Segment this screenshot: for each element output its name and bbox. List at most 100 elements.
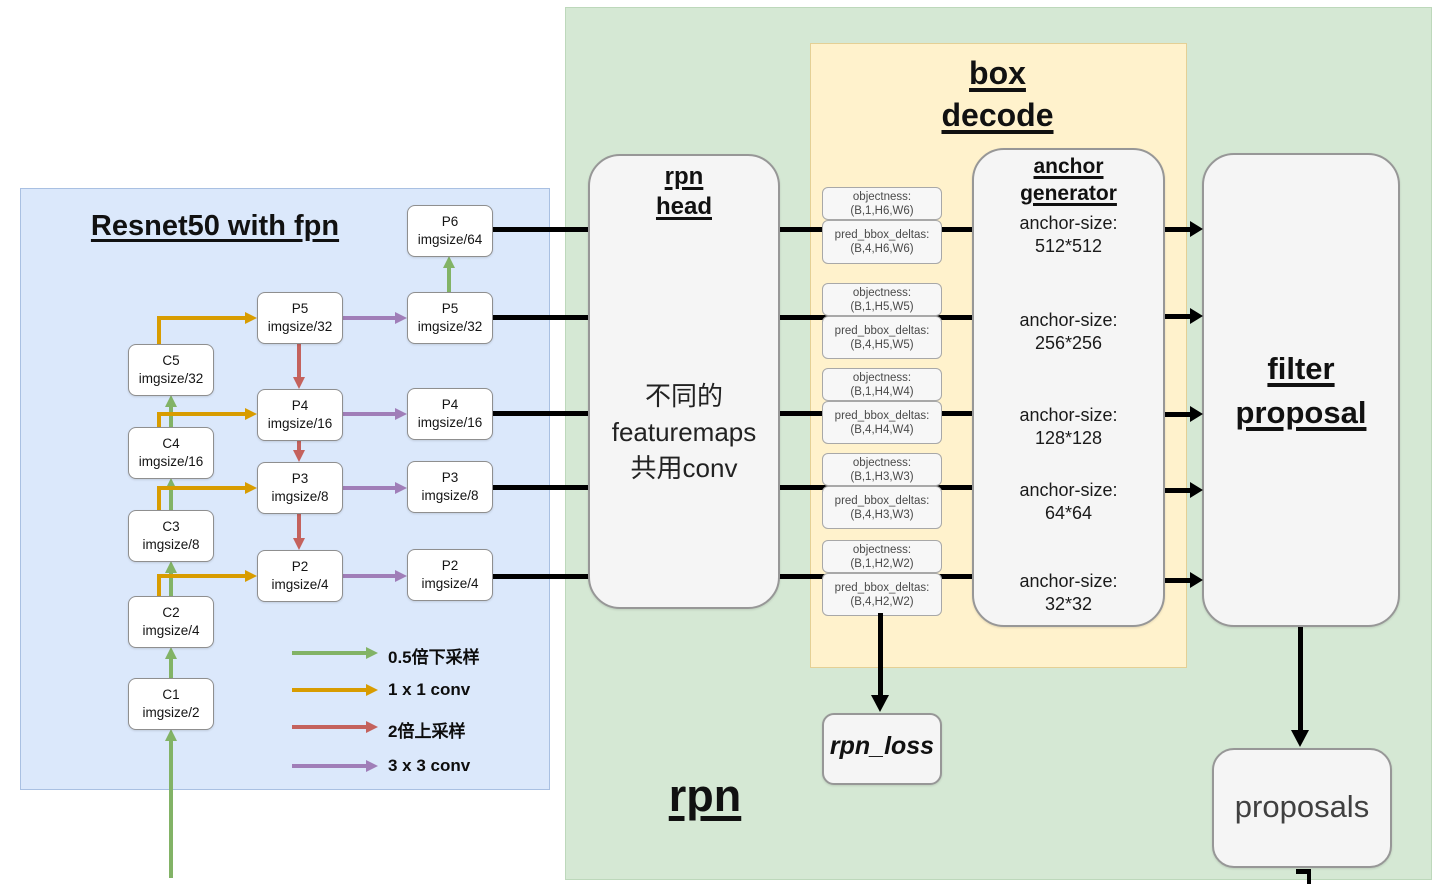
rpn-loss-label: rpn_loss [829,732,935,760]
node-label: P2 [291,559,309,574]
filter-proposal-title-line2: proposal [1235,395,1367,430]
node-label: C4 [162,436,180,451]
node-label: P3 [291,471,309,486]
arrow-c4-to-p4-horizontal [157,412,245,416]
legend-label-downsample: 0.5倍下采样 [388,648,480,667]
box-decode-title-line2: decode [941,97,1054,133]
arrowhead-c3-to-p3 [245,482,257,494]
legend-arrowhead-upsample [366,721,378,733]
pred-label: pred_bbox_deltas: [834,324,930,337]
arrow-p5-to-p6 [447,268,451,292]
node-sub: imgsize/64 [417,232,483,247]
arrow-c2-to-c3 [169,573,173,596]
filter-proposal-title: filter proposal [1202,347,1400,435]
proposals-output-elbow-v [1306,869,1311,884]
anchor-size-value: 32*32 [1044,594,1093,614]
node-sub: imgsize/8 [142,537,200,552]
arrowhead-p3a-to-p3b [395,482,407,494]
node-c5: C5 imgsize/32 [128,344,214,396]
box-decode-title-line1: box [969,55,1026,91]
legend-arrow-1x1conv [292,688,366,692]
legend-arrow-3x3conv [292,764,366,768]
anchor-size-256: anchor-size: 256*256 [972,309,1165,355]
arrowhead-anchor-to-filter-4 [1190,482,1203,498]
node-label: P4 [291,398,309,413]
pred-shape: (B,4,H2,W2) [850,595,914,608]
arrow-c5-to-p5-vertical [157,316,161,344]
arrow-c1-to-c2 [169,659,173,678]
node-c1: C1 imgsize/2 [128,678,214,730]
node-sub: imgsize/32 [138,371,204,386]
arrow-p3-to-p2 [297,514,301,539]
arrow-c3-to-c4 [169,490,173,510]
rpn-head-body: 不同的 featuremaps 共用conv [588,378,780,486]
anchor-size-value: 64*64 [1044,503,1093,523]
pred-bbox-deltas-box-p6: pred_bbox_deltas: (B,4,H6,W6) [822,220,942,264]
node-p2-out: P2 imgsize/4 [407,549,493,601]
legend-label-3x3conv: 3 x 3 conv [388,756,471,775]
node-p5-inner: P5 imgsize/32 [257,292,343,344]
node-p5-out: P5 imgsize/32 [407,292,493,344]
anchor-size-128: anchor-size: 128*128 [972,404,1165,450]
objectness-shape: (B,1,H2,W2) [850,557,914,570]
legend-arrow-downsample [292,651,366,655]
anchor-size-64: anchor-size: 64*64 [972,479,1165,525]
pred-label: pred_bbox_deltas: [834,581,930,594]
node-label: P3 [441,470,459,485]
rpn-head-title-line1: rpn [664,163,704,190]
node-p2-inner: P2 imgsize/4 [257,550,343,602]
node-sub: imgsize/8 [421,488,479,503]
legend-arrowhead-downsample [366,647,378,659]
objectness-label: objectness: [852,371,912,384]
objectness-shape: (B,1,H4,W4) [850,385,914,398]
objectness-box-p5: objectness: (B,1,H5,W5) [822,283,942,316]
arrow-anchor-to-filter-1 [1165,227,1190,232]
arrow-anchor-to-filter-3 [1165,412,1190,417]
arrow-input-to-c1 [169,741,173,878]
proposals-output-elbow-h [1296,869,1311,874]
node-sub: imgsize/16 [267,416,333,431]
node-p6-out: P6 imgsize/64 [407,205,493,257]
anchor-generator-box [972,148,1165,627]
pred-label: pred_bbox_deltas: [834,494,930,507]
rpn-head-box [588,154,780,609]
node-sub: imgsize/4 [271,577,329,592]
node-label: P2 [441,558,459,573]
arrowhead-anchor-to-filter-3 [1190,406,1203,422]
arrowhead-p3-to-p2 [293,538,305,550]
objectness-shape: (B,1,H6,W6) [850,204,914,217]
pred-bbox-deltas-box-p4: pred_bbox_deltas: (B,4,H4,W4) [822,401,942,444]
arrowhead-p5-to-p4 [293,377,305,389]
node-sub: imgsize/4 [421,576,479,591]
objectness-box-p2: objectness: (B,1,H2,W2) [822,540,942,573]
proposals-box [1212,748,1392,868]
arrowhead-anchor-to-filter-2 [1190,308,1203,324]
rpn-head-body-line3: 共用conv [630,453,738,483]
node-c2: C2 imgsize/4 [128,596,214,648]
node-sub: imgsize/32 [417,319,483,334]
node-label: P5 [441,301,459,316]
objectness-box-p3: objectness: (B,1,H3,W3) [822,453,942,486]
arrowhead-p2a-to-p2b [395,570,407,582]
objectness-label: objectness: [852,543,912,556]
anchor-generator-title-line2: generator [1020,182,1117,205]
pred-shape: (B,4,H6,W6) [850,243,914,255]
objectness-label: objectness: [852,286,912,299]
node-sub: imgsize/16 [417,415,483,430]
arrow-c4-to-c5 [169,407,173,427]
arrowhead-anchor-to-filter-1 [1190,221,1203,237]
arrow-c3-to-p3-vertical [157,486,161,510]
arrowhead-c1-to-c2 [165,647,177,659]
legend-arrowhead-3x3conv [366,760,378,772]
anchor-generator-title-line1: anchor [1033,155,1104,178]
arrow-p5a-to-p5b [343,316,395,320]
pred-bbox-deltas-box-p3: pred_bbox_deltas: (B,4,H3,W3) [822,486,942,529]
arrow-c3-to-p3-horizontal [157,486,245,490]
arrow-c2-to-p2-vertical [157,574,161,596]
pred-bbox-deltas-box-p5: pred_bbox_deltas: (B,4,H5,W5) [822,316,942,359]
objectness-label: objectness: [852,190,912,203]
node-p4-inner: P4 imgsize/16 [257,389,343,441]
pred-label: pred_bbox_deltas: [834,409,930,422]
arrow-p4-to-p3 [297,441,301,451]
arrow-c4-to-p4-vertical [157,412,161,427]
